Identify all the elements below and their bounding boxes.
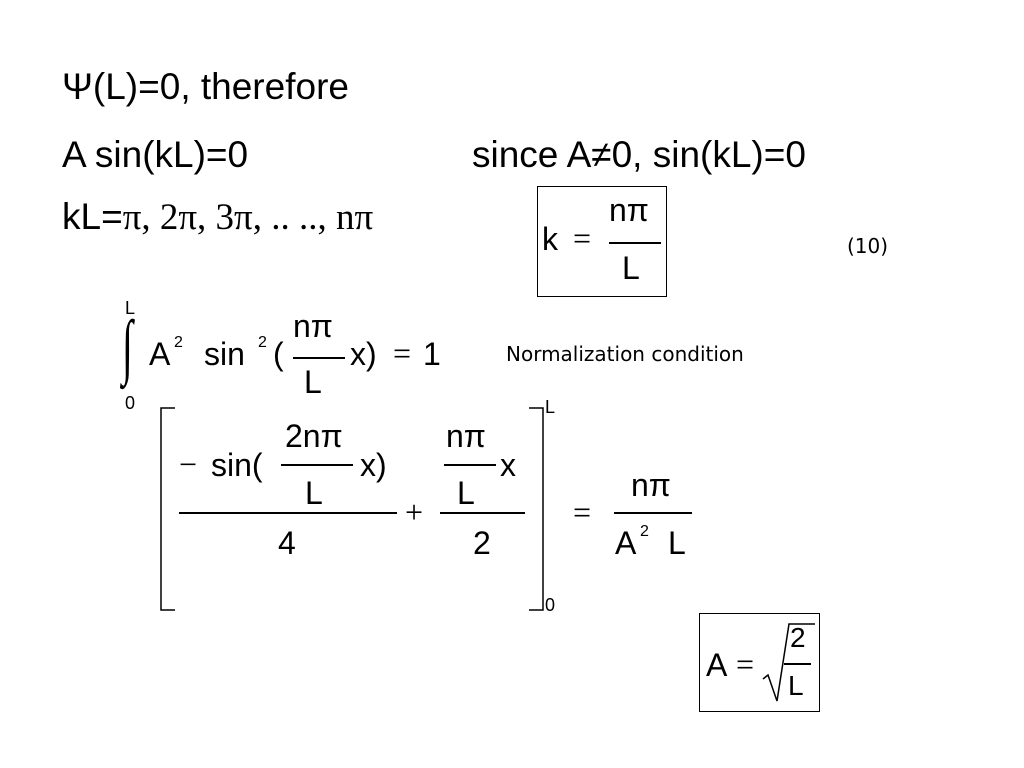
k-equals: = — [573, 220, 592, 256]
minus-sign: − — [179, 446, 198, 482]
sin-power: 2 — [258, 334, 267, 351]
coefficient-a-power: 2 — [174, 334, 183, 351]
a-equation-box — [699, 613, 820, 712]
coefficient-a: A — [149, 336, 171, 372]
inner-denominator: L — [305, 475, 323, 511]
sin-open: sin( — [211, 447, 263, 483]
line-kl-values: kL=π, 2π, 3π, .. .., nπ — [62, 198, 373, 236]
second-numerator: nπ — [446, 418, 486, 454]
inner-fraction-bar — [281, 464, 353, 466]
inner-numerator: 2nπ — [285, 418, 343, 454]
a-fraction-bar — [784, 663, 811, 665]
rhs-fraction-bar — [614, 512, 692, 514]
kl-final-pi: π — [354, 197, 374, 238]
rhs-denominator-a: A — [615, 525, 637, 561]
line-a-sin-kl: A sin(kL)=0 — [62, 134, 249, 175]
second-inner-denominator: L — [457, 475, 475, 511]
k-fraction-bar — [609, 242, 661, 244]
inner-close: x) — [360, 447, 387, 483]
a-numerator: 2 — [790, 622, 806, 653]
integral-frac-denominator: L — [304, 364, 322, 400]
integral-sign: ∫ — [122, 306, 133, 386]
integral-equals: = — [393, 335, 412, 371]
second-inner-fraction-bar — [444, 464, 496, 466]
integral-lower-limit: 0 — [125, 393, 136, 413]
kl-prefix: kL= — [62, 196, 123, 237]
second-x: x — [500, 447, 516, 483]
bracket-lower-limit: 0 — [545, 595, 556, 615]
a-lhs: A — [706, 647, 728, 683]
k-numerator: nπ — [609, 192, 649, 228]
square-root-icon — [762, 623, 815, 702]
rhs-numerator: nπ — [631, 467, 671, 503]
k-equation: k = nπ L — [537, 186, 667, 297]
evaluated-equals: = — [573, 494, 592, 530]
rhs-denominator-l: L — [668, 525, 686, 561]
first-fraction-bar — [179, 512, 397, 514]
k-denominator: L — [622, 250, 640, 286]
left-bracket — [160, 407, 175, 611]
integral-upper-limit: L — [125, 298, 136, 318]
second-fraction-bar — [440, 512, 525, 514]
k-lhs: k — [542, 221, 558, 257]
first-denominator: 4 — [278, 525, 296, 561]
equation-number: (10) — [847, 234, 889, 258]
evaluated-integral: − sin( 2nπ L x) 4 + nπ x L 2 L 0 = nπ A … — [155, 397, 700, 620]
a-equation: A = 2 L — [699, 613, 820, 712]
line-psi-condition: Ψ(L)=0, therefore — [62, 66, 349, 107]
rhs-denominator-power: 2 — [640, 523, 649, 540]
normalization-integral: L ∫ 0 A 2 sin 2 ( nπ L x) = 1 — [118, 296, 458, 416]
variable-close: x) — [350, 336, 377, 372]
k-equation-box — [537, 186, 667, 297]
sin-function: sin — [204, 336, 245, 372]
a-denominator: L — [788, 670, 804, 701]
bracket-upper-limit: L — [545, 397, 556, 417]
second-denominator: 2 — [473, 525, 491, 561]
integral-rhs: 1 — [423, 336, 441, 372]
open-paren: ( — [273, 336, 284, 372]
integral-fraction-bar — [293, 357, 345, 359]
right-bracket — [529, 407, 544, 611]
plus-sign: + — [405, 494, 424, 530]
normalization-condition-label: Normalization condition — [506, 342, 744, 366]
line-since-a-nonzero: since A≠0, sin(kL)=0 — [472, 134, 806, 175]
integral-frac-numerator: nπ — [293, 308, 333, 344]
kl-series: π, 2π, 3π, .. .., n — [122, 197, 355, 238]
a-equals: = — [736, 646, 755, 682]
